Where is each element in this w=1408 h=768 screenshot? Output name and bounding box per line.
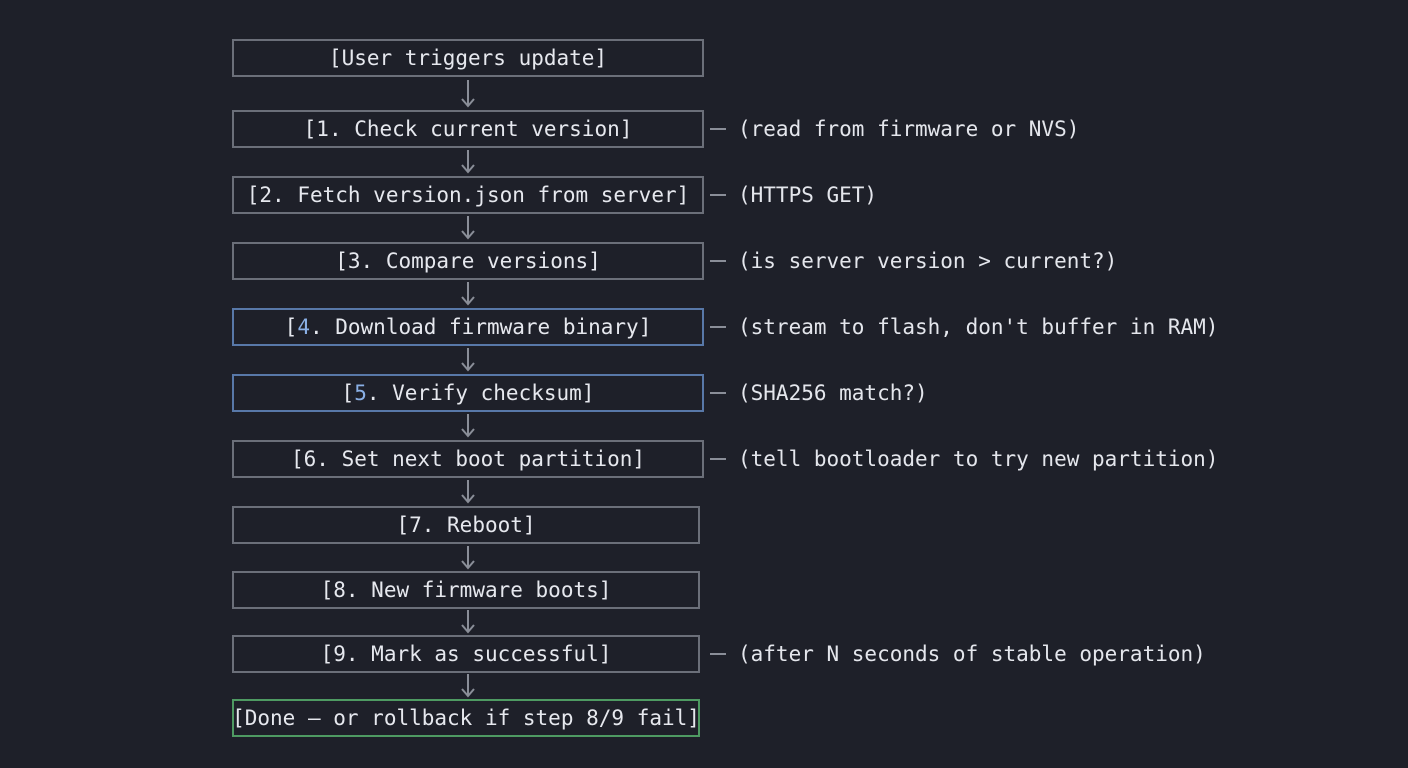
step-2-note-text: (HTTPS GET) bbox=[738, 183, 878, 207]
step-3-label: [3. Compare versions] bbox=[335, 249, 601, 273]
step-3-number: 3 bbox=[347, 249, 361, 273]
step-5-number: 5 bbox=[354, 381, 367, 405]
connector-dash bbox=[710, 458, 726, 460]
step-1-note-text: (read from firmware or NVS) bbox=[738, 117, 1080, 141]
step-6-text: . Set next boot partition] bbox=[316, 447, 646, 471]
step-6-note-text: (tell bootloader to try new partition) bbox=[738, 447, 1219, 471]
done-box: [Done – or rollback if step 8/9 fail] bbox=[232, 699, 700, 737]
step-5-note-text: (SHA256 match?) bbox=[738, 381, 928, 405]
connector-dash bbox=[710, 260, 726, 262]
arrow-down-icon bbox=[461, 282, 475, 306]
step-3-note-text: (is server version > current?) bbox=[738, 249, 1118, 273]
done-label: [Done – or rollback if step 8/9 fail] bbox=[232, 706, 700, 730]
step-9-text: . Mark as successful] bbox=[345, 642, 612, 666]
step-9-note: (after N seconds of stable operation) bbox=[710, 635, 1206, 673]
start-label: [User triggers update] bbox=[328, 46, 608, 70]
arrow-down-icon bbox=[461, 610, 475, 634]
step-8-prefix: [ bbox=[320, 578, 334, 602]
step-9-label: [9. Mark as successful] bbox=[321, 642, 612, 666]
step-5-prefix: [ bbox=[341, 381, 355, 405]
step-4-text: . Download firmware binary] bbox=[309, 315, 652, 339]
step-2-prefix: [ bbox=[246, 183, 260, 207]
step-1-note: (read from firmware or NVS) bbox=[710, 110, 1079, 148]
step-9-box: [9. Mark as successful] bbox=[232, 635, 700, 673]
step-3-note: (is server version > current?) bbox=[710, 242, 1117, 280]
step-4-prefix: [ bbox=[284, 315, 298, 339]
arrow-down-icon bbox=[461, 150, 475, 174]
step-1-number: 1 bbox=[316, 117, 329, 141]
step-5-note: (SHA256 match?) bbox=[710, 374, 928, 412]
step-6-label: [6. Set next boot partition] bbox=[291, 447, 645, 471]
step-5-text: . Verify checksum] bbox=[366, 381, 595, 405]
step-2-note: (HTTPS GET) bbox=[710, 176, 877, 214]
step-3-prefix: [ bbox=[335, 249, 348, 273]
connector-dash bbox=[710, 326, 726, 328]
connector-dash bbox=[710, 194, 726, 196]
step-4-number: 4 bbox=[297, 315, 310, 339]
step-1-box: [1. Check current version] bbox=[232, 110, 704, 148]
step-4-box: [4. Download firmware binary] bbox=[232, 308, 704, 346]
step-8-text: . New firmware boots] bbox=[345, 578, 612, 602]
step-1-label: [1. Check current version] bbox=[304, 117, 633, 141]
step-4-label: [4. Download firmware binary] bbox=[285, 315, 652, 339]
step-2-box: [2. Fetch version.json from server] bbox=[232, 176, 704, 214]
step-8-label: [8. New firmware boots] bbox=[321, 578, 612, 602]
step-6-box: [6. Set next boot partition] bbox=[232, 440, 704, 478]
step-3-box: [3. Compare versions] bbox=[232, 242, 704, 280]
step-9-prefix: [ bbox=[320, 642, 334, 666]
step-9-number: 9 bbox=[333, 642, 346, 666]
connector-dash bbox=[710, 392, 726, 394]
arrow-down-icon bbox=[461, 546, 475, 570]
step-7-label: [7. Reboot] bbox=[396, 513, 535, 537]
step-2-label: [2. Fetch version.json from server] bbox=[247, 183, 690, 207]
step-4-note: (stream to flash, don't buffer in RAM) bbox=[710, 308, 1218, 346]
step-7-prefix: [ bbox=[396, 513, 410, 537]
arrow-down-icon bbox=[461, 480, 475, 504]
step-8-number: 8 bbox=[333, 578, 346, 602]
step-1-text: . Check current version] bbox=[328, 117, 633, 141]
connector-dash bbox=[710, 653, 726, 655]
step-9-note-text: (after N seconds of stable operation) bbox=[738, 642, 1206, 666]
step-1-prefix: [ bbox=[303, 117, 317, 141]
step-8-box: [8. New firmware boots] bbox=[232, 571, 700, 609]
arrow-down-icon bbox=[461, 348, 475, 372]
step-4-note-text: (stream to flash, don't buffer in RAM) bbox=[738, 315, 1219, 339]
step-7-text: . Reboot] bbox=[421, 513, 536, 537]
arrow-down-icon bbox=[461, 414, 475, 438]
arrow-down-icon bbox=[461, 80, 475, 108]
step-6-number: 6 bbox=[303, 447, 317, 471]
arrow-down-icon bbox=[461, 674, 475, 698]
start-box: [User triggers update] bbox=[232, 39, 704, 77]
step-7-number: 7 bbox=[409, 513, 422, 537]
step-6-prefix: [ bbox=[290, 447, 304, 471]
step-2-number: 2 bbox=[259, 183, 273, 207]
step-5-box: [5. Verify checksum] bbox=[232, 374, 704, 412]
step-2-text: . Fetch version.json from server] bbox=[272, 183, 690, 207]
step-5-label: [5. Verify checksum] bbox=[342, 381, 595, 405]
arrow-down-icon bbox=[461, 216, 475, 240]
step-6-note: (tell bootloader to try new partition) bbox=[710, 440, 1218, 478]
step-7-box: [7. Reboot] bbox=[232, 506, 700, 544]
step-3-text: . Compare versions] bbox=[360, 249, 601, 273]
connector-dash bbox=[710, 128, 726, 130]
